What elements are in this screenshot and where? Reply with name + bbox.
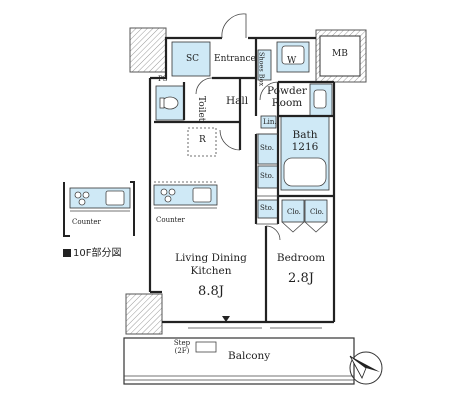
north-arrow-icon — [349, 351, 383, 385]
step-label-2: (2F) — [174, 347, 190, 355]
washbasin — [281, 45, 305, 65]
clo-right — [304, 199, 328, 223]
step-label-1: Step — [173, 339, 191, 347]
counter-label: Counter — [156, 216, 185, 224]
w-label: W — [287, 56, 297, 66]
powder-door — [259, 81, 279, 101]
living-size-label: 8.8J — [198, 284, 224, 299]
column-bottom-left — [125, 293, 163, 335]
step-box — [195, 341, 217, 353]
column-top-left — [129, 27, 167, 73]
clo-label-2: Clo. — [310, 208, 324, 216]
mb-label: MB — [332, 49, 348, 59]
lin-area — [260, 115, 277, 129]
entrance-label: Entrance — [214, 54, 256, 64]
powder-room-label-1: Powder — [267, 85, 307, 97]
fridge-space — [187, 127, 217, 157]
shoes-box-label: Shoes Box — [257, 52, 266, 87]
r-label: R — [199, 135, 206, 145]
ps-label: PS — [158, 75, 168, 83]
inset-counter-label: Counter — [72, 218, 101, 226]
powder-room-label-2: Room — [271, 97, 303, 109]
bath-size-label: 1216 — [291, 141, 319, 153]
entrance-door — [221, 13, 247, 39]
inset-legend: 10F部分図 — [63, 249, 121, 259]
clo-left — [281, 199, 305, 223]
clo-label-1: Clo. — [287, 208, 301, 216]
living-label-1: Living Dining — [175, 252, 247, 264]
closet-fronts — [281, 199, 328, 223]
sc-area — [171, 41, 211, 77]
bathtub — [283, 157, 327, 187]
bath-label: Bath — [292, 129, 318, 141]
walls — [148, 36, 336, 324]
legend-square-icon — [63, 249, 71, 257]
lin-label: Lin. — [263, 118, 277, 126]
hall-label: Hall — [226, 95, 249, 107]
balcony-label: Balcony — [228, 350, 271, 362]
sto-label-2: Sto. — [260, 172, 274, 180]
sto-label-1: Sto. — [260, 144, 274, 152]
toilet-label: Toilet — [196, 96, 206, 122]
inset-legend-label: 10F部分図 — [73, 248, 122, 259]
entry-arrow — [222, 316, 230, 322]
clo-door-swing — [281, 221, 328, 233]
bedroom-label: Bedroom — [276, 252, 326, 264]
bedroom-size-label: 2.8J — [288, 271, 314, 286]
shoes-box-area — [257, 49, 272, 81]
sc-label: SC — [186, 54, 200, 64]
sto-label-3: Sto. — [260, 204, 274, 212]
bedroom-door — [265, 225, 281, 241]
living-label-2: Kitchen — [190, 265, 232, 277]
hall-door — [219, 129, 241, 151]
mb-box — [319, 35, 361, 77]
toilet-door — [195, 77, 213, 95]
